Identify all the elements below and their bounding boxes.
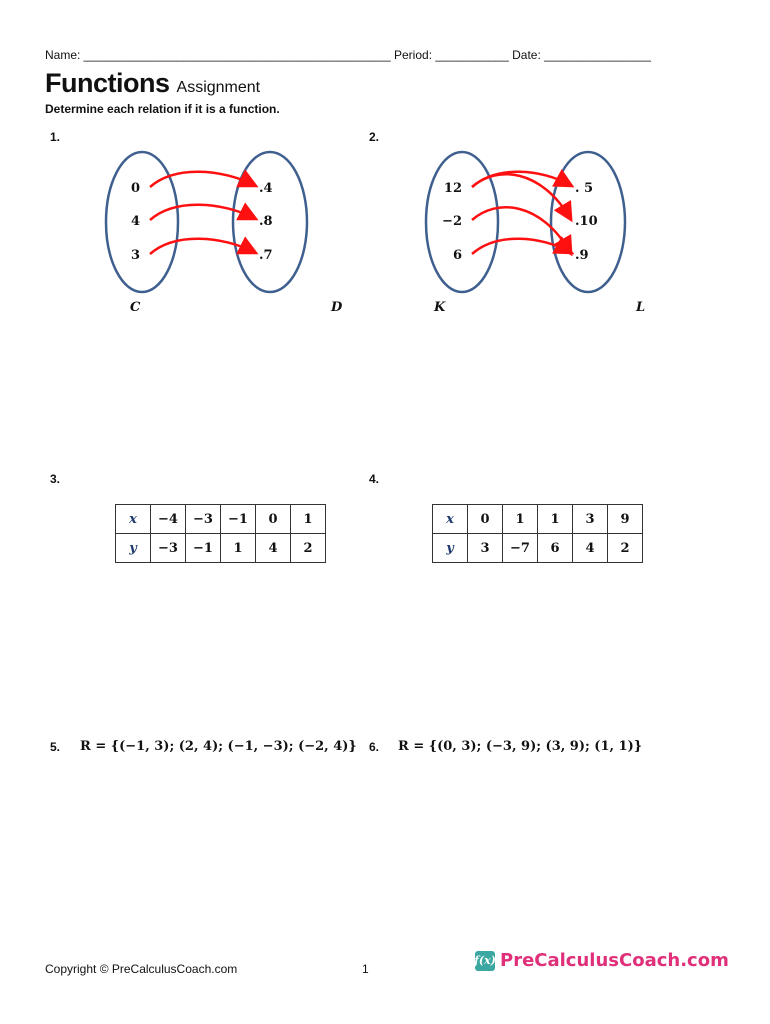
cell: 0 [255,504,291,534]
cell: −7 [502,533,538,563]
header-cell: x [432,504,468,534]
page-title: Functions Assignment [45,68,260,99]
cell: 1 [290,504,326,534]
header-cell: x [115,504,151,534]
cell: 2 [607,533,643,563]
domain-value: −2 [442,214,462,229]
cell: −4 [150,504,186,534]
cell: 1 [537,504,573,534]
cell: 3 [572,504,608,534]
problem-4-number: 4. [369,472,380,486]
relation-5: R = {(−1, 3); (2, 4); (−1, −3); (−2, 4)} [80,739,357,754]
range-value: .10 [575,214,598,229]
domain-value: 6 [453,248,462,263]
cell: 9 [607,504,643,534]
range-ellipse [549,150,627,294]
domain-value: 12 [444,181,462,196]
cell: 1 [502,504,538,534]
header-cell: y [432,533,468,563]
mapping-diagram-1: 0 4 3 .4 .8 .7C D 12 −2 6 . 5 .10 .9K L [104,150,645,315]
range-value: .4 [259,181,273,196]
range-value: .8 [259,214,273,229]
name-period-date-line: Name: __________________________________… [45,48,651,62]
domain-value: 0 [131,181,140,196]
range-value: .9 [575,248,589,263]
logo-text: PreCalculusCoach.com [500,950,729,971]
cell: 0 [467,504,503,534]
range-value: .7 [259,248,273,263]
domain-set-label: C [130,300,141,315]
cell: 4 [572,533,608,563]
mapping-arrow [149,169,259,188]
domain-set-label: K [433,300,446,315]
domain-ellipse [104,150,180,294]
cell: 6 [537,533,573,563]
problem-1-number: 1. [50,130,61,144]
copyright: Copyright © PreCalculusCoach.com [45,962,238,976]
problem-2-number: 2. [369,130,380,144]
cell: −3 [150,533,186,563]
cell: −1 [185,533,221,563]
problem-3-number: 3. [50,472,61,486]
range-value: . 5 [575,181,593,196]
domain-value: 4 [131,214,140,229]
logo: f(x)PreCalculusCoach.com [474,950,729,971]
range-set-label: D [330,300,343,315]
relation-6: R = {(0, 3); (−3, 9); (3, 9); (1, 1)} [398,739,643,754]
range-ellipse [231,150,309,294]
cell: 2 [290,533,326,563]
mapping-arrow [149,236,259,255]
problem-6-number: 6. [369,740,380,754]
title-main: Functions [45,68,170,98]
mapping-arrow [149,202,259,221]
header-cell: y [115,533,151,563]
range-set-label: L [635,300,645,315]
title-sub: Assignment [176,79,261,96]
instructions: Determine each relation if it is a funct… [45,102,280,116]
cell: 4 [255,533,291,563]
domain-ellipse [424,150,500,294]
domain-value: 3 [131,248,140,263]
mapping-arrow [471,173,573,223]
page-number: 1 [362,962,369,976]
problem-5-number: 5. [50,740,61,754]
cell: −1 [220,504,256,534]
cell: −3 [185,504,221,534]
cell: 1 [220,533,256,563]
cell: 3 [467,533,503,563]
function-logo-icon: f(x) [474,950,496,971]
mapping-arrow [471,236,575,255]
